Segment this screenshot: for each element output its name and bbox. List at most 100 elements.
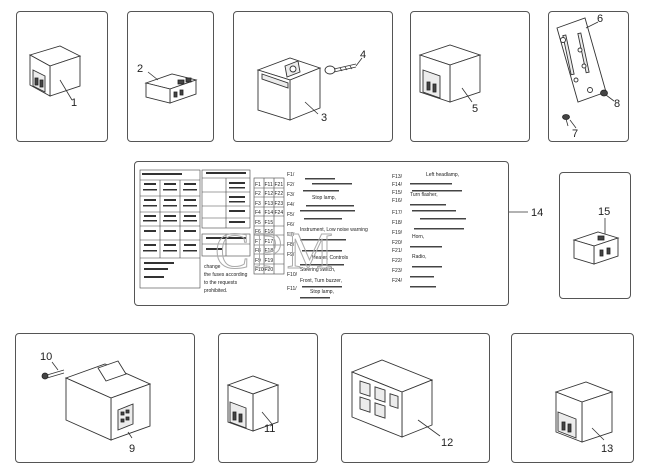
callout-8: 8 — [614, 98, 620, 110]
fuse-label: F2/ — [287, 182, 295, 188]
fuse-id: F9 — [255, 258, 261, 264]
fuse-desc: Stop lamp, — [312, 195, 336, 201]
relay-11-drawing — [226, 375, 280, 432]
fuse-id: F17 — [265, 239, 274, 245]
fuse-label: F14/ — [392, 182, 403, 188]
fuse-desc: Stop lamp, — [310, 289, 334, 295]
screw-7-drawing — [562, 114, 577, 129]
relay-5-drawing — [418, 44, 482, 103]
fuse-id: F20 — [265, 267, 274, 273]
fuse-holder-12-drawing — [350, 359, 441, 438]
fuse-label: F16/ — [392, 198, 403, 204]
fuse-label: F6/ — [287, 222, 295, 228]
callout-13: 13 — [601, 443, 613, 455]
fuse-label: F1/ — [287, 172, 295, 178]
fuse-label: F7/ — [287, 232, 295, 238]
plate-6-drawing — [556, 17, 607, 103]
fuse-id: F16 — [265, 229, 274, 235]
fuse-label: F21/ — [392, 248, 403, 254]
fuse-desc: Left headlamp, — [426, 172, 459, 178]
fuse-id: F18 — [265, 248, 274, 254]
fuse-label: F11/ — [287, 286, 297, 292]
connector-15-drawing — [572, 218, 620, 265]
callout-2: 2 — [137, 63, 143, 75]
flasher-2-drawing — [144, 71, 198, 104]
callout-9: 9 — [129, 443, 135, 455]
fuse-label: F22/ — [392, 258, 403, 264]
fuse-label: F15/ — [392, 190, 403, 196]
callout-3: 3 — [321, 112, 327, 124]
fuse-label: F17/ — [392, 210, 403, 216]
fuse-id: F3 — [255, 201, 261, 207]
watermark: CPM — [215, 223, 337, 280]
relay-1-drawing — [28, 45, 82, 101]
fuse-desc: Steering switch, — [300, 267, 335, 273]
fuse-id: F19 — [265, 258, 274, 264]
fuse-id-column-c: F21 F22 F23 F24 — [275, 182, 284, 216]
part-panel-14-fuse-label — [134, 161, 509, 306]
fuse-id: F14 — [265, 210, 274, 216]
fuse-desc: Instrument, Low noise warning — [300, 227, 368, 233]
screw-10-drawing — [41, 361, 65, 380]
note-line: to the requests — [204, 280, 238, 286]
fuse-id: F2 — [255, 191, 261, 197]
fuse-desc-left: F1/ F2/ F3/ F4/ F5/ F6/ F7/ F8/ F9/ F10/… — [287, 172, 368, 299]
fuse-desc: Turn flasher, — [410, 192, 438, 198]
callout-6: 6 — [597, 13, 603, 25]
fuse-id: F4 — [255, 210, 261, 216]
fuse-id: F24 — [275, 210, 284, 216]
callout-14: 14 — [531, 207, 543, 219]
fuse-desc: Front, Turn buzzer, — [300, 278, 342, 284]
fuse-id-column-b: F11 F12 F13 F14 F15 F16 F17 F18 F19 F20 — [265, 182, 274, 273]
fuse-label: F23/ — [392, 268, 403, 274]
callout-11: 11 — [264, 423, 275, 435]
fuse-label: F8/ — [287, 242, 295, 248]
fuse-label: F4/ — [287, 202, 295, 208]
fuse-id: F22 — [275, 191, 284, 197]
fuse-id: F23 — [275, 201, 284, 207]
fuse-desc: Heater, Controls — [312, 255, 349, 261]
fuse-label: F19/ — [392, 230, 403, 236]
relay-13-drawing — [554, 381, 614, 443]
fuse-label: F5/ — [287, 212, 295, 218]
fuse-label: F20/ — [392, 240, 403, 246]
fuse-id: F8 — [255, 248, 261, 254]
fuse-id: F10 — [255, 267, 264, 273]
fuse-id-column-a: F1 F2 F3 F4 F5 F6 F7 F8 F9 F10 — [255, 182, 264, 273]
callout-7: 7 — [572, 128, 578, 140]
callout-1: 1 — [71, 97, 77, 109]
fuse-id: F21 — [275, 182, 284, 188]
callout-12: 12 — [441, 437, 453, 449]
note-line: change — [204, 264, 221, 270]
fuse-id: F15 — [265, 220, 274, 226]
fuse-label-sheet: F1 F2 F3 F4 F5 F6 F7 F8 F9 F10 F11 F12 F… — [139, 169, 466, 299]
fuse-label: F24/ — [392, 278, 403, 284]
callout-5: 5 — [472, 103, 478, 115]
note-line: prohibited. — [204, 288, 227, 294]
note-line: the fuses according — [204, 272, 248, 278]
callout-4: 4 — [360, 49, 366, 61]
part-panel-9-10 — [15, 333, 195, 463]
fuse-id: F6 — [255, 229, 261, 235]
module-9-drawing — [64, 360, 152, 441]
fuse-label: F13/ — [392, 174, 403, 180]
fuse-id: F12 — [265, 191, 274, 197]
fuse-id: F7 — [255, 239, 261, 245]
fuse-desc: Horn, — [412, 234, 424, 240]
callout-10: 10 — [40, 351, 52, 363]
fuse-desc-right: F13/ F14/ F15/ F16/ F17/ F18/ F19/ F20/ … — [392, 172, 466, 288]
fuse-id: F11 — [265, 182, 273, 188]
fuse-label: F3/ — [287, 192, 295, 198]
fuse-id: F5 — [255, 220, 261, 226]
screw-4-drawing — [324, 57, 363, 75]
fuse-label: F9/ — [287, 252, 295, 258]
fuse-label: F10/ — [287, 272, 298, 278]
bracket-3-drawing — [256, 57, 322, 121]
callout-15: 15 — [598, 206, 610, 218]
nut-8-drawing — [600, 89, 615, 102]
fuse-label: F18/ — [392, 220, 403, 226]
fuse-id: F1 — [255, 182, 261, 188]
fuse-id: F13 — [265, 201, 274, 207]
fuse-desc: Radio, — [412, 254, 426, 260]
